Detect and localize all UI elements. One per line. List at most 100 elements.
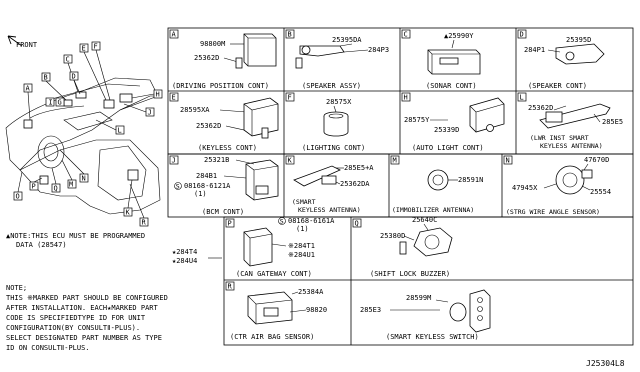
panel-keyless-cont: E 28595XA 25362D (KEYLESS CONT)	[169, 92, 279, 152]
panel-ctr-air-bag-sensor: R 25384A 98820 (CTR AIR BAG SENSOR)	[225, 281, 327, 341]
svg-text:M: M	[69, 181, 73, 189]
callout-i: I	[45, 97, 55, 107]
screw-symbol-icon: S	[174, 182, 182, 191]
key-fob-icon	[469, 289, 491, 333]
svg-text:284P1: 284P1	[524, 46, 545, 54]
svg-text:(1): (1)	[296, 225, 309, 233]
svg-text:DATA (28547): DATA (28547)	[16, 241, 67, 249]
svg-text:S: S	[280, 218, 284, 226]
panel-grid	[167, 27, 634, 346]
panel-lighting-cont: F 28575X (LIGHTING CONT)	[285, 92, 365, 152]
svg-text:25321B: 25321B	[204, 156, 229, 164]
svg-text:25640C: 25640C	[412, 216, 437, 224]
panel-sonar-cont: C ▲25990Y (SONAR CONT)	[401, 29, 481, 90]
svg-text:※284T1: ※284T1	[288, 242, 315, 250]
svg-text:AFTER INSTALLATION. EACH★MARKE: AFTER INSTALLATION. EACH★MARKED PART	[6, 304, 159, 312]
svg-text:(LIGHTING CONT): (LIGHTING CONT)	[302, 144, 365, 152]
svg-text:★284T4: ★284T4	[172, 248, 197, 256]
svg-text:(1): (1)	[194, 190, 207, 198]
panel-smart-keyless-antenna: K 285E5+A 25362DA (SMART KEYLESS ANTENNA…	[285, 155, 374, 214]
svg-text:(CAN GATEWAY CONT): (CAN GATEWAY CONT)	[236, 270, 312, 278]
svg-text:285E5+A: 285E5+A	[344, 164, 374, 172]
svg-text:(KEYLESS CONT): (KEYLESS CONT)	[198, 144, 257, 152]
svg-text:▲25990Y: ▲25990Y	[444, 32, 474, 40]
svg-text:N: N	[506, 157, 510, 165]
svg-text:284B1: 284B1	[196, 172, 217, 180]
svg-text:A: A	[172, 31, 177, 39]
callout-b: B	[41, 72, 67, 101]
svg-text:28595XA: 28595XA	[180, 106, 210, 114]
dashboard-outline	[5, 77, 161, 215]
callout-e: E	[79, 43, 107, 101]
callout-p: P	[29, 177, 43, 191]
svg-text:28575Y: 28575Y	[404, 116, 430, 124]
callout-h: H	[131, 89, 163, 99]
svg-text:(STRG WIRE ANGLE SENSOR): (STRG WIRE ANGLE SENSOR)	[506, 208, 600, 216]
svg-text:CONFIGURATION(BY CONSULTⅡ-PLUS: CONFIGURATION(BY CONSULTⅡ-PLUS).	[6, 324, 140, 332]
svg-text:J: J	[148, 109, 152, 117]
svg-text:25554: 25554	[590, 188, 611, 196]
svg-text:(CTR AIR BAG SENSOR): (CTR AIR BAG SENSOR)	[230, 333, 314, 341]
svg-text:(IMMOBILIZER ANTENNA): (IMMOBILIZER ANTENNA)	[392, 206, 474, 214]
svg-text:A: A	[26, 85, 31, 93]
svg-text:I: I	[49, 99, 53, 107]
svg-text:(DRIVING POSITION CONT): (DRIVING POSITION CONT)	[172, 82, 269, 90]
callout-r: R	[129, 183, 149, 227]
svg-text:THIS ※MARKED PART SHOULD BE CO: THIS ※MARKED PART SHOULD BE CONFIGURED	[6, 294, 168, 302]
ecu-programming-note: ▲NOTE:THIS ECU MUST BE PROGRAMMED DATA (…	[6, 232, 222, 265]
svg-text:25362D: 25362D	[194, 54, 219, 62]
svg-text:M: M	[393, 157, 397, 165]
panel-lwr-inst-smart-keyless-antenna: L 25362D 285E5 (LWR INST SMART KEYLESS A…	[517, 92, 623, 150]
callout-g: G	[55, 97, 65, 107]
svg-text:H: H	[404, 94, 408, 102]
svg-text:B: B	[288, 31, 292, 39]
svg-text:25395D: 25395D	[566, 36, 591, 44]
svg-text:▲NOTE:THIS ECU MUST BE PROGRAM: ▲NOTE:THIS ECU MUST BE PROGRAMMED	[6, 232, 145, 240]
svg-text:25362D: 25362D	[528, 104, 553, 112]
svg-text:C: C	[66, 56, 70, 64]
svg-text:C: C	[404, 31, 408, 39]
svg-text:(LWR INST SMART: (LWR INST SMART	[530, 134, 589, 142]
callout-tags: A B C D E F G H I J K L M N O P Q R	[13, 41, 163, 227]
configuration-note: NOTE; THIS ※MARKED PART SHOULD BE CONFIG…	[6, 284, 168, 352]
svg-text:(SMART: (SMART	[292, 198, 316, 206]
svg-text:(SPEAKER ASSY): (SPEAKER ASSY)	[302, 82, 361, 90]
svg-text:R: R	[228, 283, 233, 291]
svg-text:285E3: 285E3	[360, 306, 381, 314]
callout-q: Q	[51, 167, 61, 193]
svg-text:P: P	[32, 183, 36, 191]
svg-text:F: F	[288, 94, 292, 102]
svg-text:(SPEAKER CONT): (SPEAKER CONT)	[528, 82, 587, 90]
svg-text:E: E	[82, 45, 86, 53]
panel-bcm-cont: J 25321B 284B1 S 08168-6121A (1) (BCM CO…	[169, 155, 279, 216]
callout-l: L	[95, 119, 125, 135]
callout-a: A	[23, 83, 33, 121]
svg-text:25362D: 25362D	[196, 122, 221, 130]
svg-text:284P3: 284P3	[368, 46, 389, 54]
svg-text:B: B	[44, 74, 48, 82]
svg-text:25339D: 25339D	[434, 126, 459, 134]
svg-text:N: N	[82, 175, 86, 183]
svg-text:D: D	[520, 31, 524, 39]
front-arrow-icon	[7, 35, 23, 47]
panel-shift-lock-buzzer: Q 25640C 25380D (SHIFT LOCK BUZZER)	[352, 216, 453, 278]
svg-text:S: S	[176, 183, 180, 191]
callout-k: K	[123, 179, 133, 217]
svg-text:K: K	[288, 157, 293, 165]
callout-j: J	[123, 103, 155, 117]
callout-m: M	[61, 159, 77, 189]
svg-text:ID ON CONSULTⅡ-PLUS.: ID ON CONSULTⅡ-PLUS.	[6, 344, 90, 352]
svg-text:O: O	[16, 193, 20, 201]
svg-text:25380D: 25380D	[380, 232, 405, 240]
svg-text:R: R	[142, 219, 147, 227]
svg-text:★284U4: ★284U4	[172, 257, 197, 265]
svg-text:J: J	[172, 157, 176, 165]
callout-o: O	[13, 171, 23, 201]
panel-auto-light-cont: H 28575Y 25339D (AUTO LIGHT CONT)	[401, 92, 505, 152]
svg-text:H: H	[156, 91, 160, 99]
panel-speaker-cont: D 25395D 284P1 (SPEAKER CONT)	[517, 29, 605, 90]
svg-text:D: D	[72, 73, 76, 81]
svg-text:NOTE;: NOTE;	[6, 284, 27, 292]
panel-smart-keyless-switch: 285E3 28599M (SMART KEYLESS SWITCH)	[360, 289, 491, 341]
